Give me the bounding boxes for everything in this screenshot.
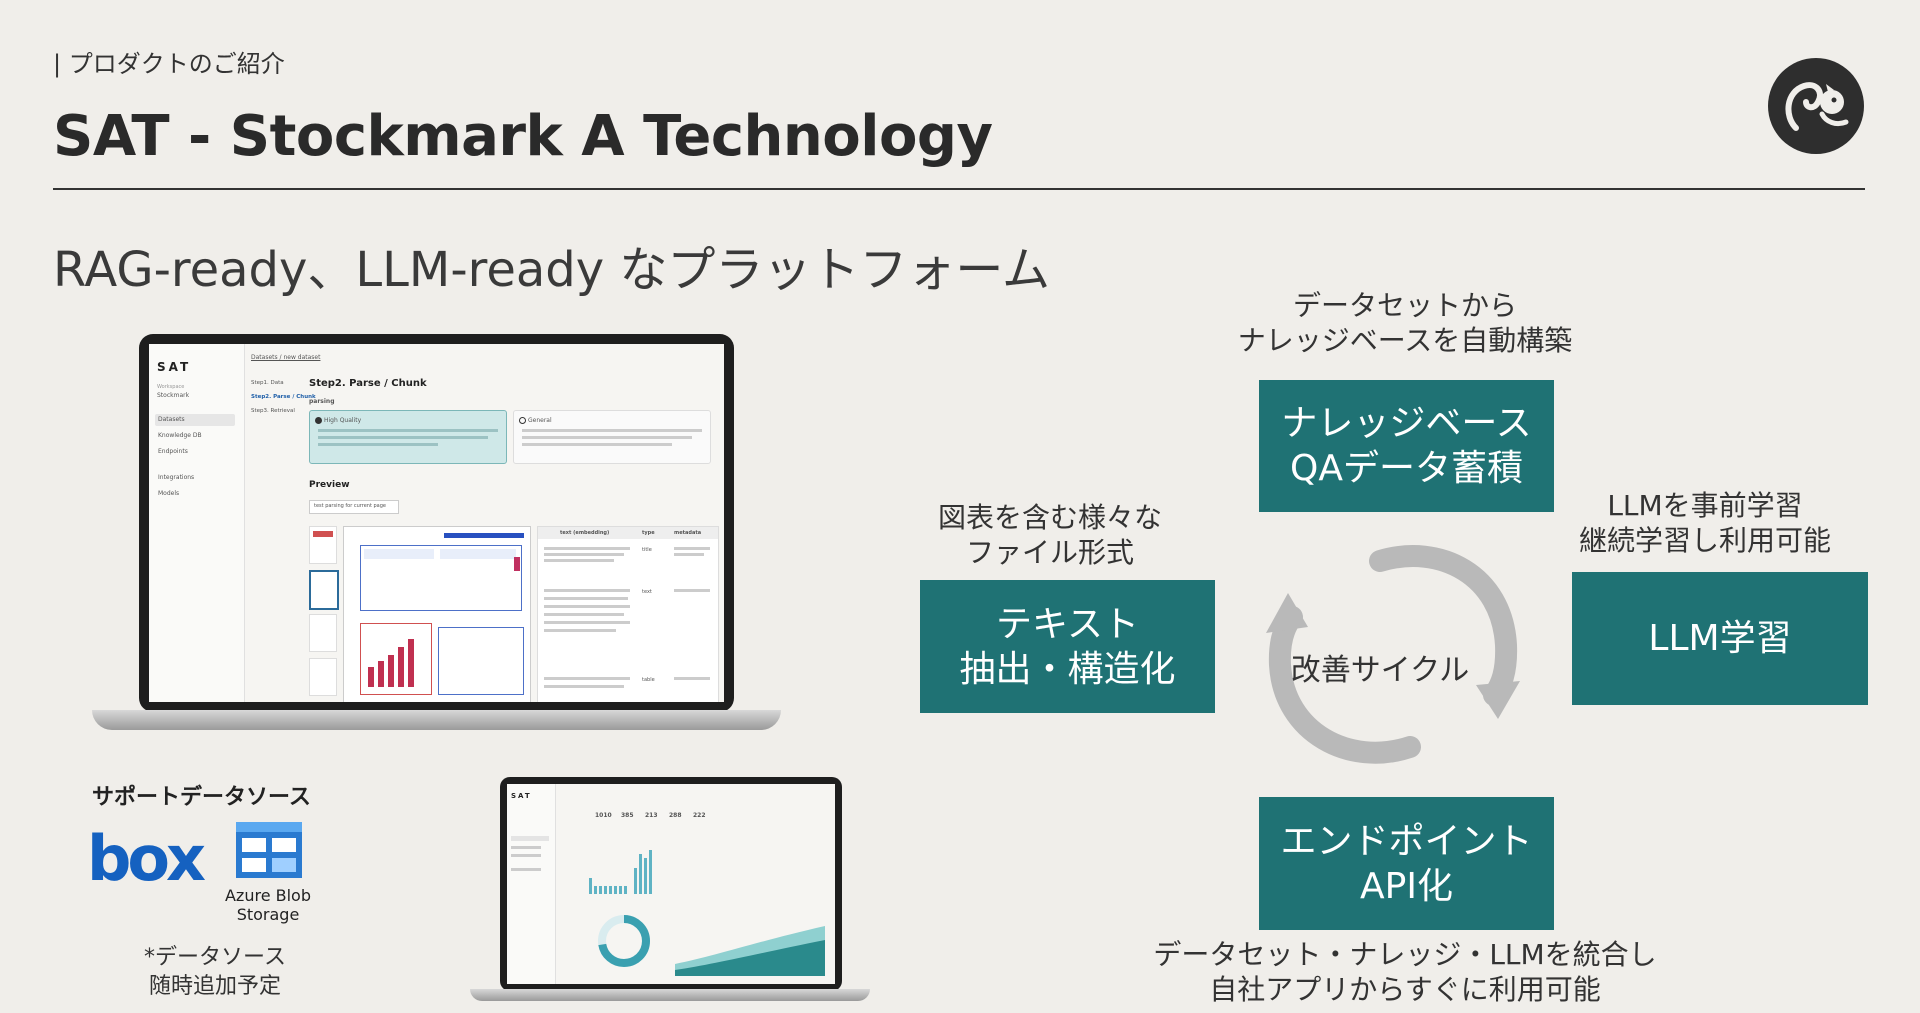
donut-chart-thumbnail [598,915,650,967]
page-thumbnail[interactable] [309,614,337,652]
box-line: API化 [1360,865,1453,907]
endpoint-api-box: エンドポイント API化 [1259,797,1554,930]
box-logo: box [87,822,206,895]
test-parsing-button[interactable]: test parsing for current page [309,500,399,514]
preview-label: Preview [309,480,350,490]
note-line: 随時追加予定 [148,973,281,999]
squirrel-icon [1768,58,1864,154]
table-cell: text [642,589,652,595]
right-caption: LLMを事前学習 継続学習し利用可能 [1540,488,1870,558]
caption-line: 継続学習し利用可能 [1578,524,1831,557]
cycle-arrows-icon [1266,545,1520,764]
stat-value: 385 [621,812,634,819]
azure-label-line: Azure Blob [224,886,311,905]
step-3[interactable]: Step3. Retrieval [251,408,295,414]
laptop-secondary-base [470,989,870,1001]
box-line: ナレッジベース [1281,403,1532,444]
button-label: test parsing for current page [314,503,386,509]
llm-training-box: LLM学習 [1572,572,1868,705]
page-thumbnail[interactable] [309,658,337,696]
bottom-caption: データセット・ナレッジ・LLMを統合し 自社アプリからすぐに利用可能 [1060,937,1750,1007]
table-cell: title [642,547,652,553]
box-line: テキスト [996,603,1139,645]
azure-label: Azure Blob Storage [216,886,320,924]
option-general[interactable]: General [513,410,711,464]
box-line: LLM学習 [1648,618,1792,659]
knowledge-base-box: ナレッジベース QAデータ蓄積 [1259,380,1554,512]
parsed-table: text (embedding) type metadata title tex… [537,526,719,702]
table-cell: table [642,677,655,683]
table-header: metadata [674,530,702,536]
caption-line: データセットから [1292,289,1517,322]
radio-selected-icon [315,417,322,424]
title-divider [53,188,1865,190]
laptop-main-screen: SAT Workspace Stockmark Datasets Knowled… [139,334,734,712]
app-sidebar: SAT [507,784,556,984]
option-label: High Quality [324,417,362,424]
caption-line: 自社アプリからすぐに利用可能 [1209,973,1601,1006]
step-heading: Step2. Parse / Chunk [309,378,427,389]
datasource-note: *データソース 随時追加予定 [115,944,315,1001]
table-header: type [642,530,655,536]
stat-value: 222 [693,812,706,819]
box-line: QAデータ蓄積 [1290,448,1523,489]
sidebar-item-datasets[interactable]: Datasets [155,414,235,426]
note-line: *データソース [144,945,286,970]
laptop-main-base [92,710,781,730]
sidebar-item-models[interactable]: Models [158,490,180,497]
cycle-label: 改善サイクル [1290,653,1470,688]
azure-label-line: Storage [236,905,300,925]
caption-line: ファイル形式 [965,536,1134,569]
left-caption: 図表を含む様々な ファイル形式 [890,500,1210,570]
text-extraction-box: テキスト 抽出・構造化 [920,580,1215,713]
document-preview [343,526,531,702]
app-screenshot-parse: SAT Workspace Stockmark Datasets Knowled… [149,344,724,702]
app-logo: SAT [157,360,192,374]
support-title: サポートデータソース [92,785,311,810]
box-line: 抽出・構造化 [959,648,1176,690]
laptop-secondary-screen: SAT 1010 385 213 288 222 [500,777,842,991]
option-label: General [528,417,552,424]
radio-icon [519,417,526,424]
breadcrumb[interactable]: Datasets / new dataset [251,354,321,361]
app-screenshot-dashboard: SAT 1010 385 213 288 222 [507,784,835,984]
azure-blob-icon [236,822,302,878]
page-thumbnail[interactable] [309,526,337,564]
section-tag: | プロダクトのご紹介 [53,50,285,78]
stat-value: 1010 [595,812,612,819]
step-1[interactable]: Step1. Data [251,380,284,386]
app-sidebar: SAT Workspace Stockmark Datasets Knowled… [149,344,245,702]
sidebar-item-integrations[interactable]: Integrations [158,474,195,481]
parsing-label: parsing [309,398,335,405]
sidebar-item-knowledge[interactable]: Knowledge DB [158,432,202,439]
stat-value: 213 [645,812,658,819]
caption-line: LLMを事前学習 [1607,489,1803,522]
sidebar-item-endpoints[interactable]: Endpoints [158,448,188,455]
area-chart-thumbnail [675,926,825,976]
workspace-name: Stockmark [157,392,190,399]
page-thumbnail-selected[interactable] [309,570,339,610]
page-subtitle: RAG-ready、LLM-ready なプラットフォーム [53,242,1050,298]
step-2[interactable]: Step2. Parse / Chunk [251,394,316,400]
option-high-quality[interactable]: High Quality [309,410,507,464]
caption-line: データセット・ナレッジ・LLMを統合し [1153,938,1657,971]
bar-chart-thumbnail [589,850,652,894]
table-header: text (embedding) [560,530,610,536]
caption-line: ナレッジベースを自動構築 [1237,324,1573,357]
box-line: エンドポイント [1280,820,1533,862]
app-logo: SAT [511,792,532,800]
page-title: SAT - Stockmark A Technology [53,104,993,169]
workspace-label: Workspace [157,384,185,390]
caption-line: 図表を含む様々な [937,501,1162,534]
stat-value: 288 [669,812,682,819]
top-caption: データセットから ナレッジベースを自動構築 [1200,288,1610,358]
sidebar-item-label: Datasets [158,416,185,423]
